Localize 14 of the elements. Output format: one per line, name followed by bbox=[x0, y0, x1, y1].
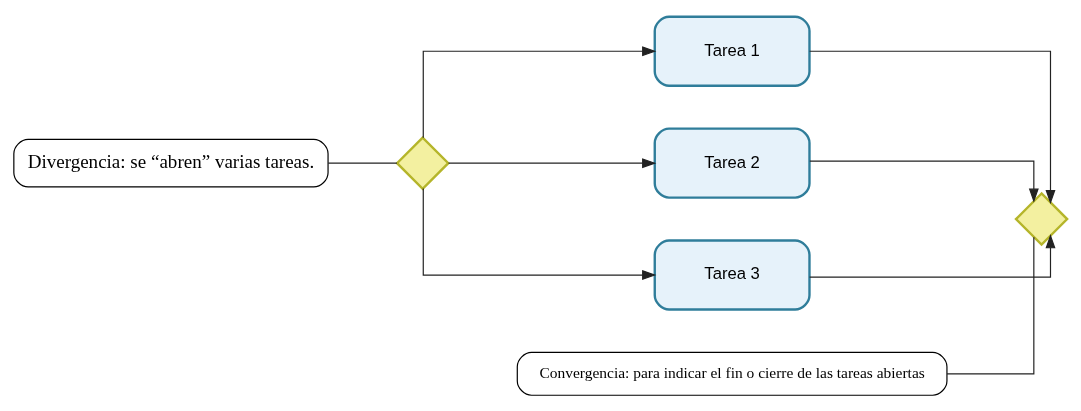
node-diamond bbox=[395, 135, 450, 190]
node-box: Convergencia: para indicar el fin o cierre de las tareas abiertas bbox=[516, 351, 948, 396]
arrow bbox=[422, 187, 657, 280]
node-box: Tarea 3 bbox=[653, 238, 811, 311]
connector bbox=[946, 236, 1035, 374]
node-box: Divergencia: se “abren” varias tareas. bbox=[13, 138, 329, 188]
node-box: Tarea 1 bbox=[653, 15, 811, 87]
arrow bbox=[422, 45, 657, 138]
arrow bbox=[809, 50, 1056, 204]
connector bbox=[327, 162, 398, 164]
arrow bbox=[809, 159, 1039, 203]
arrow bbox=[447, 157, 657, 168]
arrow bbox=[809, 233, 1056, 278]
node-box: Tarea 2 bbox=[653, 126, 811, 199]
